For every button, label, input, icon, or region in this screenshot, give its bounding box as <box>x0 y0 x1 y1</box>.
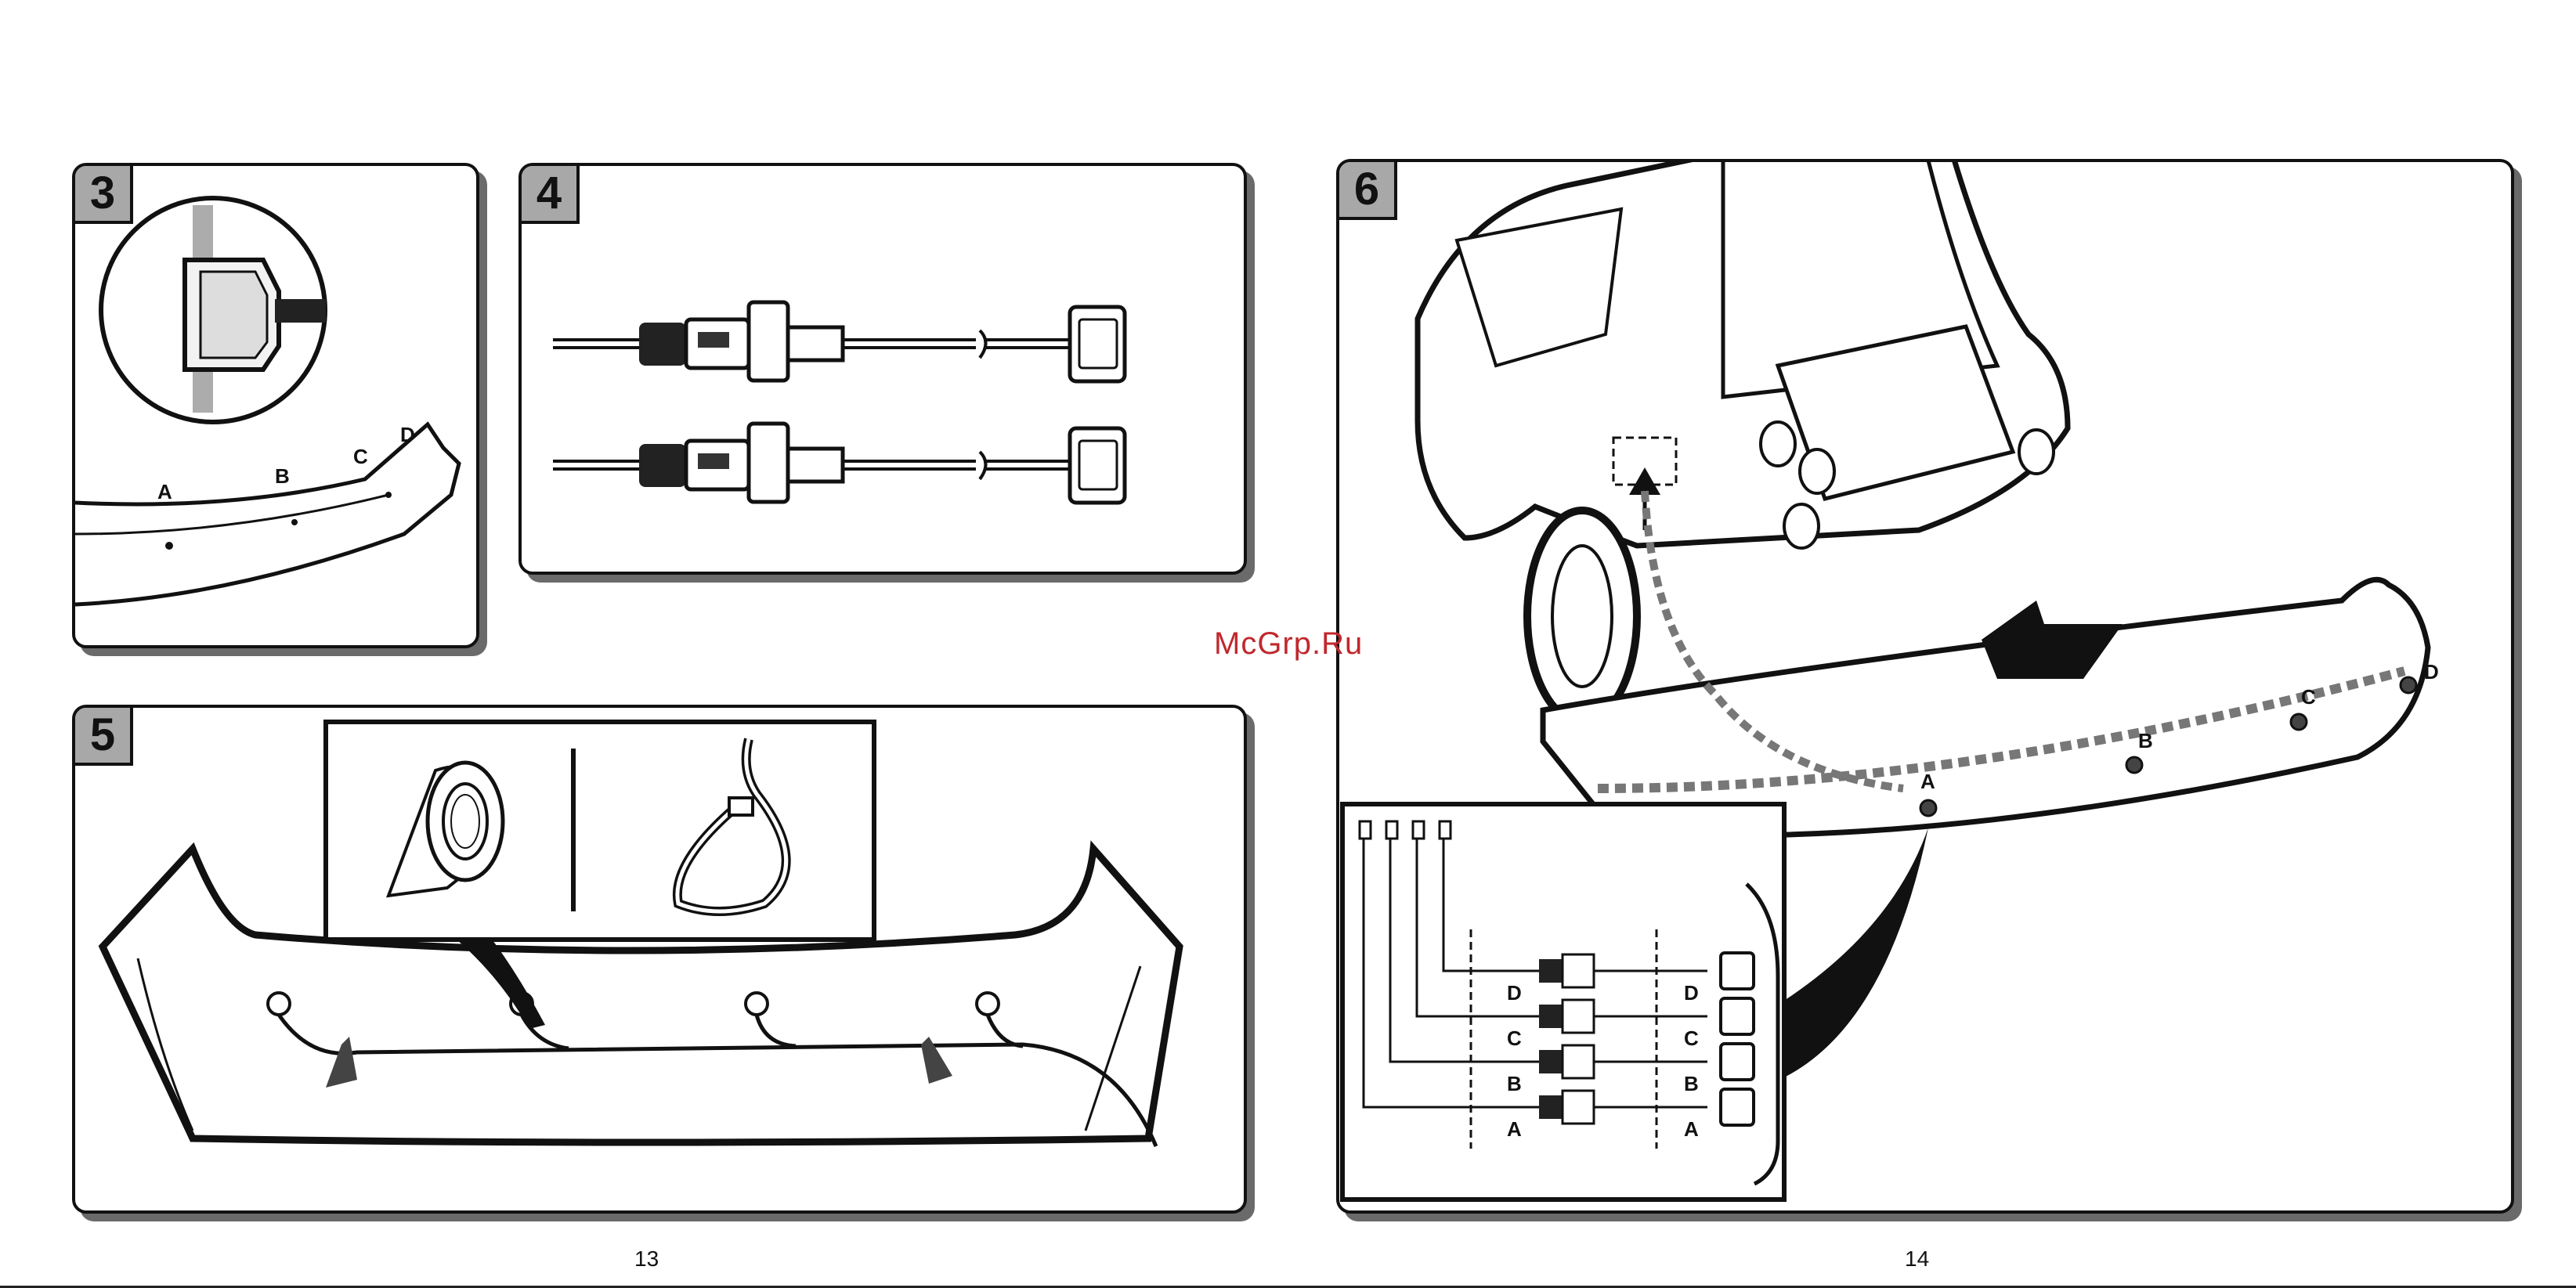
sensor-label-b: B <box>275 464 290 488</box>
sensor-label-a: A <box>1920 770 1935 793</box>
cable-assembly-top <box>553 302 1125 381</box>
sensor-label-d: D <box>400 423 415 446</box>
panel-step-3: 3 A B C D <box>72 163 479 648</box>
sensor-label-a: A <box>157 480 172 503</box>
car-sensor-installation-illustration: A B C D D C <box>1339 162 2511 1210</box>
sensor-label-d: D <box>2424 660 2439 684</box>
connector-label-b-left: B <box>1507 1072 1522 1095</box>
sensor-label-c: C <box>353 445 368 468</box>
connector-label-d-left: D <box>1507 981 1522 1005</box>
bumper-sensor-illustration: A B C D <box>75 166 476 645</box>
sensor-label-c: C <box>2301 685 2316 709</box>
panel-step-5: 5 <box>72 705 1247 1214</box>
connector-label-c-right: C <box>1684 1026 1699 1050</box>
panel-step-6: 6 A B C D <box>1336 159 2514 1214</box>
step-number-5: 5 <box>72 705 133 766</box>
page-number-left: 13 <box>634 1247 659 1272</box>
watermark: McGrp.Ru <box>1214 626 1363 662</box>
connector-label-c-left: C <box>1507 1026 1522 1050</box>
sensor-label-b: B <box>2138 729 2153 752</box>
connector-label-b-right: B <box>1684 1072 1699 1095</box>
step-number-6: 6 <box>1336 159 1397 220</box>
step-number-3: 3 <box>72 163 133 224</box>
panel-step-4: 4 <box>518 163 1247 575</box>
step-number-4: 4 <box>518 163 580 224</box>
cable-assembly-bottom <box>553 424 1125 503</box>
cable-connector-illustration <box>522 166 1244 572</box>
connector-label-a-left: A <box>1507 1117 1522 1141</box>
bumper-cable-routing-illustration <box>75 708 1244 1210</box>
connector-label-a-right: A <box>1684 1117 1699 1141</box>
page-number-right: 14 <box>1905 1247 1929 1272</box>
connector-label-d-right: D <box>1684 981 1699 1005</box>
